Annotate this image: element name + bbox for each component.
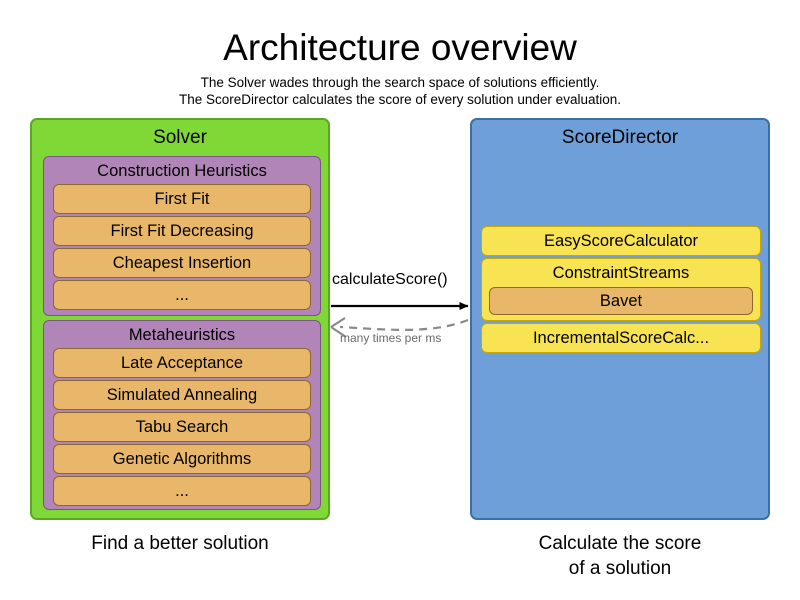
score-calculator-card-list: EasyScoreCalculator ConstraintStreams Ba… — [481, 226, 761, 355]
list-item[interactable]: Tabu Search — [53, 412, 311, 442]
solver-caption-line-1: Find a better solution — [91, 533, 269, 554]
list-item[interactable]: EasyScoreCalculator — [481, 226, 761, 256]
group-metaheuristics: Metaheuristics Late Acceptance Simulated… — [43, 320, 321, 510]
list-item[interactable]: First Fit — [53, 184, 311, 214]
group-construction-heuristics: Construction Heuristics First Fit First … — [43, 156, 321, 316]
group-construction-heuristics-title: Construction Heuristics — [97, 162, 267, 180]
construction-heuristics-row-list: First Fit First Fit Decreasing Cheapest … — [53, 184, 311, 312]
subtitle-line-1: The Solver wades through the search spac… — [200, 75, 600, 90]
solver-caption: Find a better solution — [30, 531, 330, 556]
list-item[interactable]: Genetic Algorithms — [53, 444, 311, 474]
list-item[interactable]: ... — [53, 280, 311, 310]
list-item[interactable]: IncrementalScoreCalc... — [481, 323, 761, 353]
scoredirector-panel: ScoreDirector EasyScoreCalculator Constr… — [470, 118, 770, 520]
list-item[interactable]: ConstraintStreams Bavet — [481, 258, 761, 321]
bavet-box[interactable]: Bavet — [489, 287, 753, 315]
page-title: Architecture overview — [223, 27, 577, 68]
list-item[interactable]: Simulated Annealing — [53, 380, 311, 410]
many-times-per-ms-arrow — [339, 318, 469, 331]
constraint-streams-label: ConstraintStreams — [552, 264, 690, 282]
header: Architecture overview The Solver wades t… — [0, 0, 800, 108]
calculate-score-label: calculateScore() — [332, 271, 448, 288]
subtitle-line-2: The ScoreDirector calculates the score o… — [179, 92, 621, 107]
scoredirector-caption-line-1: Calculate the score — [538, 533, 702, 554]
list-item[interactable]: First Fit Decreasing — [53, 216, 311, 246]
scoredirector-caption: Calculate the score of a solution — [470, 531, 770, 581]
many-times-per-ms-label: many times per ms — [340, 331, 442, 345]
list-item[interactable]: Late Acceptance — [53, 348, 311, 378]
solver-panel: Solver Construction Heuristics First Fit… — [30, 118, 330, 520]
group-metaheuristics-title: Metaheuristics — [128, 326, 236, 344]
list-item[interactable]: Cheapest Insertion — [53, 248, 311, 278]
solver-title: Solver — [153, 127, 207, 148]
metaheuristics-row-list: Late Acceptance Simulated Annealing Tabu… — [53, 348, 311, 508]
scoredirector-caption-line-2: of a solution — [568, 558, 672, 579]
list-item[interactable]: ... — [53, 476, 311, 506]
scoredirector-title: ScoreDirector — [561, 127, 679, 148]
